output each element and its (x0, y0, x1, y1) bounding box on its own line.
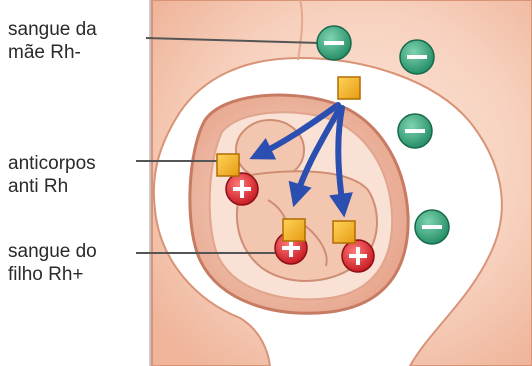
antibody-square (283, 219, 305, 241)
antibodies-label-line2: anti Rh (8, 175, 96, 198)
positive-cell (342, 240, 374, 272)
negative-cell (317, 26, 351, 60)
mother-blood-label-line2: mãe Rh- (8, 41, 97, 64)
antibody-square (333, 221, 355, 243)
antibodies-label-line1: anticorpos (8, 152, 96, 175)
antibodies-label: anticorpos anti Rh (8, 152, 96, 198)
child-blood-label-line2: filho Rh+ (8, 263, 97, 286)
mother-blood-label: sangue da mãe Rh- (8, 18, 97, 64)
child-blood-label-line1: sangue do (8, 240, 97, 263)
negative-cell (400, 40, 434, 74)
child-blood-label: sangue do filho Rh+ (8, 240, 97, 286)
negative-cell (398, 114, 432, 148)
mother-blood-label-line1: sangue da (8, 18, 97, 41)
antibody-square (217, 154, 239, 176)
antibody-square (338, 77, 360, 99)
negative-cell (415, 210, 449, 244)
positive-cell (226, 173, 258, 205)
